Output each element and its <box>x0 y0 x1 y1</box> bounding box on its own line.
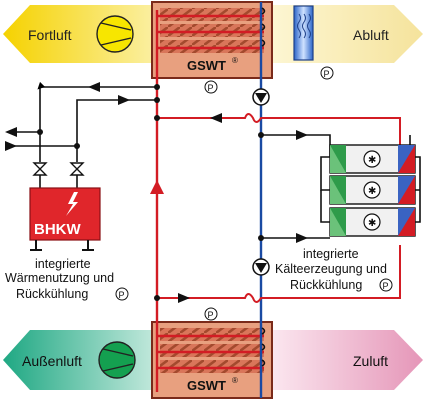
junction-dots-heating <box>37 84 160 149</box>
gswt-top-exchanger: GSWT ® <box>151 1 273 79</box>
pressure-sensor-cool: P <box>379 278 393 292</box>
pump-upper <box>252 88 270 106</box>
aussenluft-label: Außenluft <box>22 353 82 369</box>
compressor-icon: ✱ <box>368 155 376 166</box>
pressure-sensor-heat: P <box>115 287 129 301</box>
zuluft-label: Zuluft <box>353 353 388 369</box>
svg-text:P: P <box>383 281 389 291</box>
svg-text:Kälteerzeugung und: Kälteerzeugung und <box>275 262 387 276</box>
compressor-icon: ✱ <box>368 218 376 229</box>
compressor-icon: ✱ <box>368 186 376 197</box>
pressure-sensor-gswt-bottom: P <box>204 307 218 321</box>
gswt-bottom-registered-mark: ® <box>232 376 238 385</box>
supply-air-arrow <box>273 330 423 390</box>
svg-text:integrierte: integrierte <box>303 247 359 261</box>
svg-text:P: P <box>208 83 214 93</box>
flow-arrows-mid <box>178 113 222 303</box>
check-valve-right <box>69 162 85 176</box>
air-filter-icon <box>293 5 314 61</box>
svg-text:Rückkühlung: Rückkühlung <box>290 278 362 292</box>
flow-arrows-chiller <box>296 130 308 243</box>
svg-text:Wärmenutzung und: Wärmenutzung und <box>5 271 114 285</box>
cooling-caption: integrierte Kälteerzeugung und Rückkühlu… <box>275 247 387 292</box>
chiller-module-1: ✱ <box>329 144 416 174</box>
check-valve-left <box>32 162 48 176</box>
bhkw-label: BHKW <box>34 221 81 238</box>
svg-text:Rückkühlung: Rückkühlung <box>16 287 88 301</box>
return-line-mid <box>157 113 401 303</box>
flow-arrows-heating <box>5 82 130 151</box>
abluft-label: Abluft <box>353 27 389 43</box>
bhkw-unit: BHKW <box>29 187 101 251</box>
gswt-top-label: GSWT <box>187 58 226 73</box>
pump-lower <box>252 258 270 276</box>
heat-recovery-caption: integrierte Wärmenutzung und Rückkühlung <box>5 257 114 301</box>
chiller-module-3: ✱ <box>329 207 416 237</box>
flow-direction-triangle <box>150 180 164 194</box>
warm-riser-line <box>155 10 264 392</box>
svg-text:P: P <box>324 69 330 79</box>
lightning-icon <box>66 192 78 216</box>
pressure-sensor-gswt-top: P <box>204 80 218 94</box>
gswt-bottom-exchanger: GSWT ® <box>151 321 273 399</box>
pressure-sensor-filter: P <box>320 66 334 80</box>
junction-dots-chiller <box>258 132 264 241</box>
heating-circuit-lines <box>10 81 157 188</box>
svg-text:P: P <box>208 310 214 320</box>
svg-text:integrierte: integrierte <box>35 257 91 271</box>
exhaust-fan-icon <box>96 15 134 53</box>
chiller-module-2: ✱ <box>329 175 416 205</box>
svg-text:P: P <box>119 290 125 300</box>
fortluft-label: Fortluft <box>28 27 72 43</box>
supply-fan-icon <box>98 341 136 379</box>
junction-dots-mid <box>154 115 160 301</box>
cold-riser-bends <box>261 7 266 367</box>
gswt-top-registered-mark: ® <box>232 56 238 65</box>
gswt-bottom-label: GSWT <box>187 378 226 393</box>
